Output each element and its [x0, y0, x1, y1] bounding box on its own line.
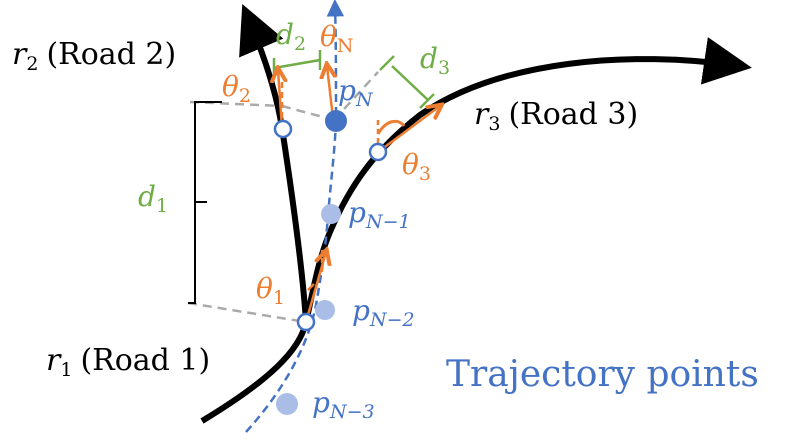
label-road-3: r3(Road 3): [474, 97, 638, 135]
label-d1: d1: [138, 180, 168, 217]
label-pN: pN: [338, 74, 374, 111]
distance-bracket-d1: [188, 101, 222, 304]
projection-point-road1: [296, 312, 316, 332]
label-theta-3: θ3: [402, 148, 431, 185]
label-pN-1: pN−1: [348, 196, 411, 233]
road-1-curve: [200, 37, 752, 424]
label-theta-N: θN: [320, 20, 353, 57]
label-theta-1: θ1: [256, 272, 285, 309]
projection-point-road3: [368, 142, 388, 162]
label-pN-2: pN−2: [352, 294, 415, 331]
trajectory-point-pN-1: [321, 204, 341, 224]
angle-vectors: [278, 66, 440, 323]
label-pN-3: pN−3: [312, 386, 375, 423]
label-road-1: r1(Road 1): [46, 343, 210, 381]
trajectory-points-label: Trajectory points: [446, 354, 759, 395]
distance-marker-d3: [379, 55, 435, 109]
projection-point-road2: [273, 119, 293, 139]
trajectory-point-pN-3: [276, 393, 298, 415]
label-d3: d3: [420, 42, 450, 79]
trajectory-point-pN: [325, 110, 347, 132]
label-road-2: r2(Road 2): [12, 37, 176, 75]
trajectory-point-pN-2: [315, 300, 335, 320]
label-theta-2: θ2: [222, 70, 251, 107]
label-d2: d2: [276, 18, 306, 55]
